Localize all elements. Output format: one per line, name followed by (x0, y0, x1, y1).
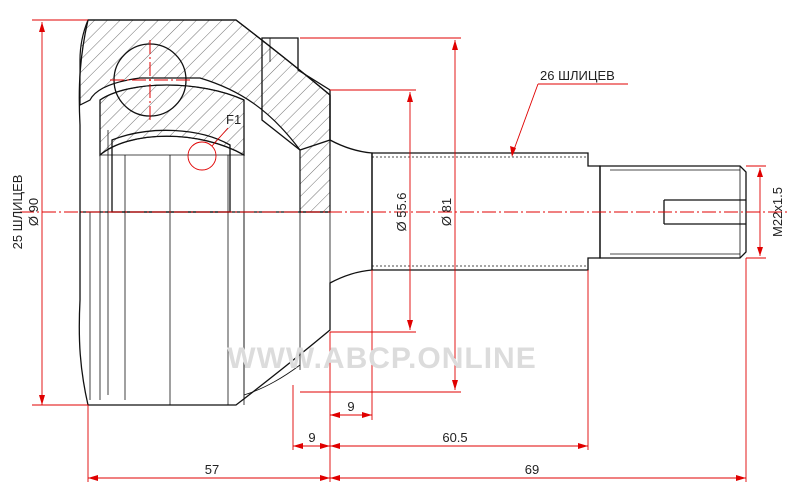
seal-diameter-label: Ø 55.6 (394, 192, 409, 231)
flange (261, 37, 331, 151)
f1-label: F1 (226, 112, 241, 127)
dimension-9-upper (330, 412, 372, 418)
thread-label: M22x1.5 (770, 187, 785, 237)
outer-diameter-label: Ø 90 (26, 198, 41, 226)
flange-diameter-label: Ø 81 (439, 198, 454, 226)
f1-marker-circle (187, 141, 217, 171)
dimension-57-label: 57 (205, 462, 219, 477)
dimension-60-5 (330, 443, 588, 449)
dimension-9-lower-label: 9 (308, 430, 315, 445)
inner-splines-label: 26 ШЛИЦЕВ (540, 68, 615, 83)
housing-outline (78, 19, 373, 406)
dimension-57 (88, 475, 330, 481)
dimension-69-label: 69 (525, 462, 539, 477)
dimension-9-upper-label: 9 (347, 399, 354, 414)
dimension-69 (330, 475, 746, 481)
dimension-60-5-label: 60.5 (442, 430, 467, 445)
seal-diameter-dimension (330, 89, 416, 333)
stub-shaft (371, 152, 747, 271)
inner-splines-leader (510, 83, 628, 157)
thread-dimension (746, 165, 766, 259)
outer-splines-label: 25 ШЛИЦЕВ (10, 175, 25, 250)
outer-diameter-dimension (32, 19, 88, 406)
watermark: WWW.ABCP.ONLINE (227, 342, 536, 375)
flange-diameter-dimension (300, 37, 461, 393)
dimension-9-lower (293, 443, 330, 449)
f1-leader (211, 127, 229, 147)
